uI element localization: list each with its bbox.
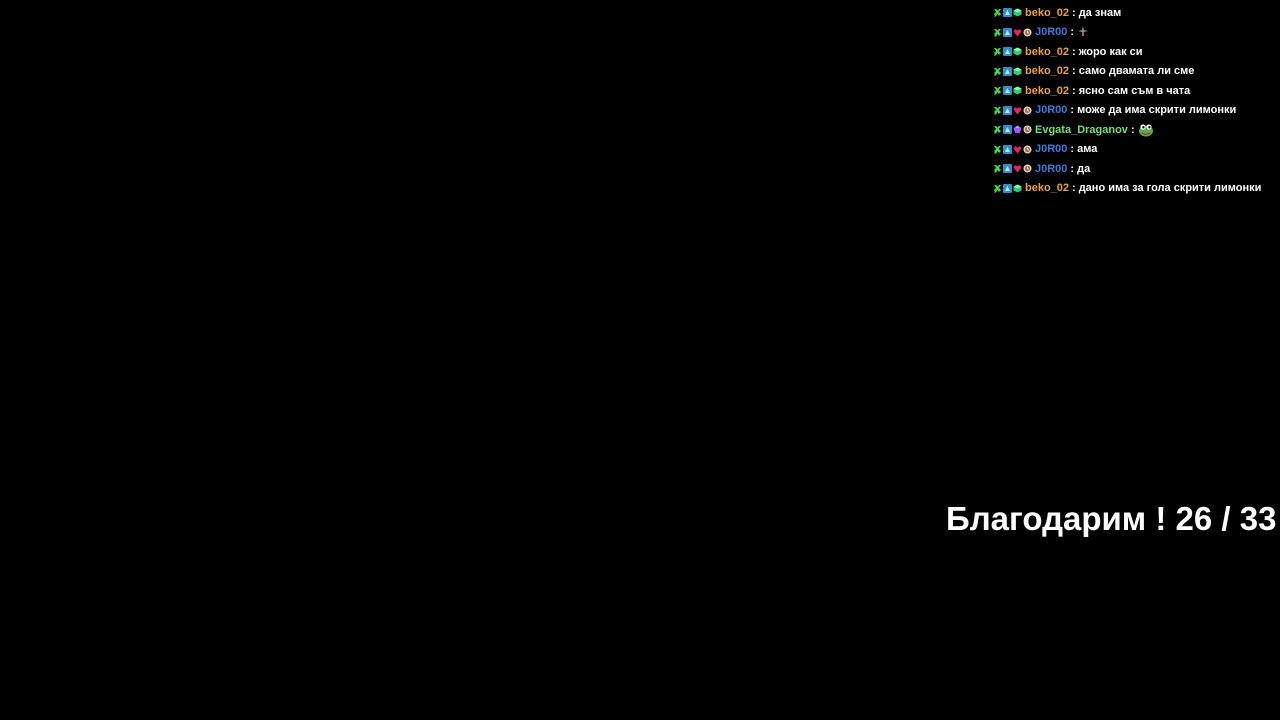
chat-separator: : [1070,162,1075,175]
prime-icon [1003,105,1012,115]
sparkle-emote [1077,25,1093,39]
chat-username[interactable]: beko_02 [1025,65,1070,78]
clock-icon [1023,125,1032,134]
chat-separator: : [1130,123,1135,136]
gift-cube-icon [1013,184,1022,193]
clock-icon [1023,106,1032,115]
chat-separator: : [1072,182,1076,195]
clock-icon [1023,164,1032,173]
sword-icon [993,86,1002,96]
chat-message: beko_02:ясно сам съм в чата [993,81,1280,101]
chat-badges [993,183,1022,193]
chat-badges [993,47,1022,57]
chat-message: beko_02:да знам [993,3,1280,23]
chat-badges [993,164,1032,174]
chat-badges [993,144,1032,154]
prime-icon [1003,8,1012,18]
chat-username[interactable]: J0R00 [1035,143,1068,156]
sword-icon [993,28,1002,37]
chat-separator: : [1072,6,1076,19]
chat-username[interactable]: J0R00 [1035,162,1068,175]
chat-message: beko_02:жоро как си [993,42,1280,62]
chat-message-text: да знам [1078,6,1122,19]
sword-icon [993,184,1002,193]
chat-username[interactable]: J0R00 [1035,26,1068,39]
prime-icon [1003,164,1012,174]
chat-badges [993,86,1022,96]
chat-message-text: ясно сам съм в чата [1078,84,1191,97]
chat-username[interactable]: beko_02 [1025,182,1070,195]
heart-gem-icon [1013,28,1022,37]
chat-separator: : [1072,45,1076,58]
frog-emote [1138,123,1154,137]
subscriber-goal-counter: Благодарим ! 26 / 33 [946,500,1277,537]
prime-icon [1003,125,1012,135]
heart-gem-icon [1013,145,1022,154]
chat-message: J0R00:може да има скрити лимонки [993,101,1280,121]
chat-username[interactable]: J0R00 [1035,104,1068,117]
sword-icon [993,8,1002,18]
heart-gem-icon [1013,164,1022,173]
chat-username[interactable]: Evgata_Draganov [1035,123,1128,136]
chat-badges [993,105,1032,115]
sword-icon [993,145,1002,154]
chat-message-text: само двамата ли сме [1078,65,1195,78]
sword-icon [993,67,1002,76]
chat-badges [993,66,1022,76]
prime-icon [1003,86,1012,96]
clock-icon [1023,145,1032,154]
chat-message-text: ама [1077,143,1098,156]
sword-icon [993,47,1002,57]
chat-message: beko_02:само двамата ли сме [993,62,1280,82]
heart-gem-icon [1013,106,1022,115]
gift-cube-icon [1013,8,1022,17]
chat-separator: : [1070,104,1075,117]
chat-badges [993,8,1022,18]
chat-message: J0R00:ама [993,140,1280,160]
prime-icon [1003,47,1012,57]
prime-icon [1003,27,1012,37]
sword-icon [993,106,1002,115]
chat-message-text: може да има скрити лимонки [1077,104,1237,117]
chat-separator: : [1070,143,1075,156]
sword-icon [993,125,1002,135]
chat-username[interactable]: beko_02 [1025,6,1070,19]
chat-message: beko_02:дано има за гола скрити лимонки [993,179,1280,199]
gift-cube-icon [1013,67,1022,76]
gift-cube-icon [1013,47,1022,56]
prime-icon [1003,183,1012,193]
chat-badges [993,125,1032,135]
chat-separator: : [1072,65,1076,78]
chat-message-text: жоро как си [1078,45,1143,58]
chat-username[interactable]: beko_02 [1025,84,1070,97]
chat-message-text: да [1077,162,1091,175]
prime-icon [1003,66,1012,76]
chat-badges [993,27,1032,37]
chat-separator: : [1072,84,1076,97]
prime-icon [1003,144,1012,154]
chat-username[interactable]: beko_02 [1025,45,1070,58]
chat-separator: : [1070,26,1075,39]
clock-icon [1023,28,1032,37]
chat-message: J0R00:да [993,159,1280,179]
chat-message: J0R00: [993,23,1280,43]
chat-message: Evgata_Draganov: [993,120,1280,140]
chat-message-text: дано има за гола скрити лимонки [1078,182,1262,195]
purple-gem-icon [1013,125,1022,134]
gift-cube-icon [1013,86,1022,95]
sword-icon [993,164,1002,174]
